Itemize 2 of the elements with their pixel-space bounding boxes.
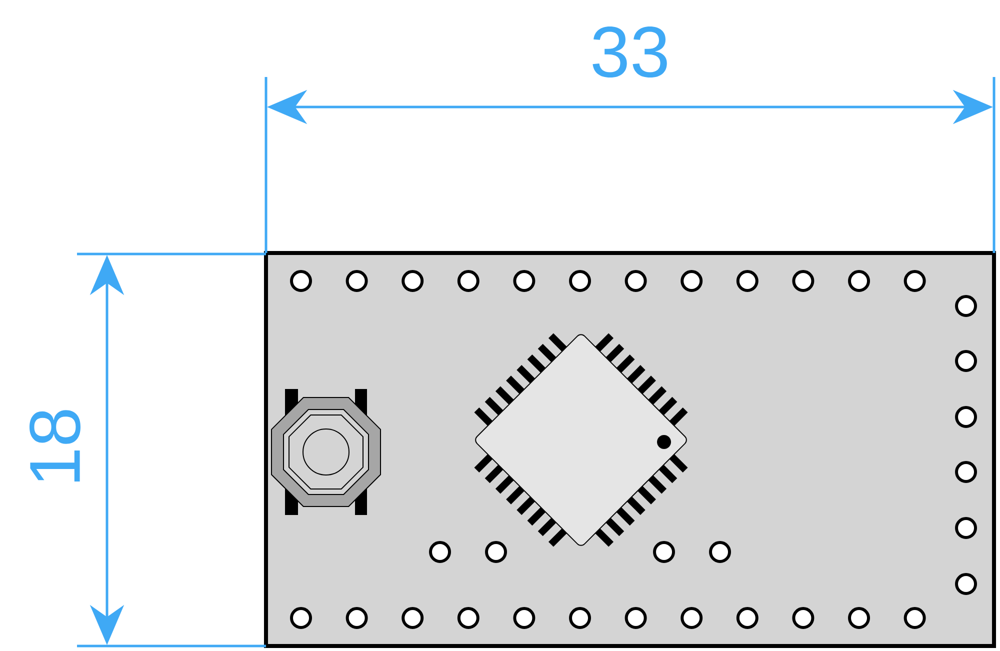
dimension-label: 33 [592, 26, 667, 78]
dimension-label: 18 [30, 410, 80, 482]
